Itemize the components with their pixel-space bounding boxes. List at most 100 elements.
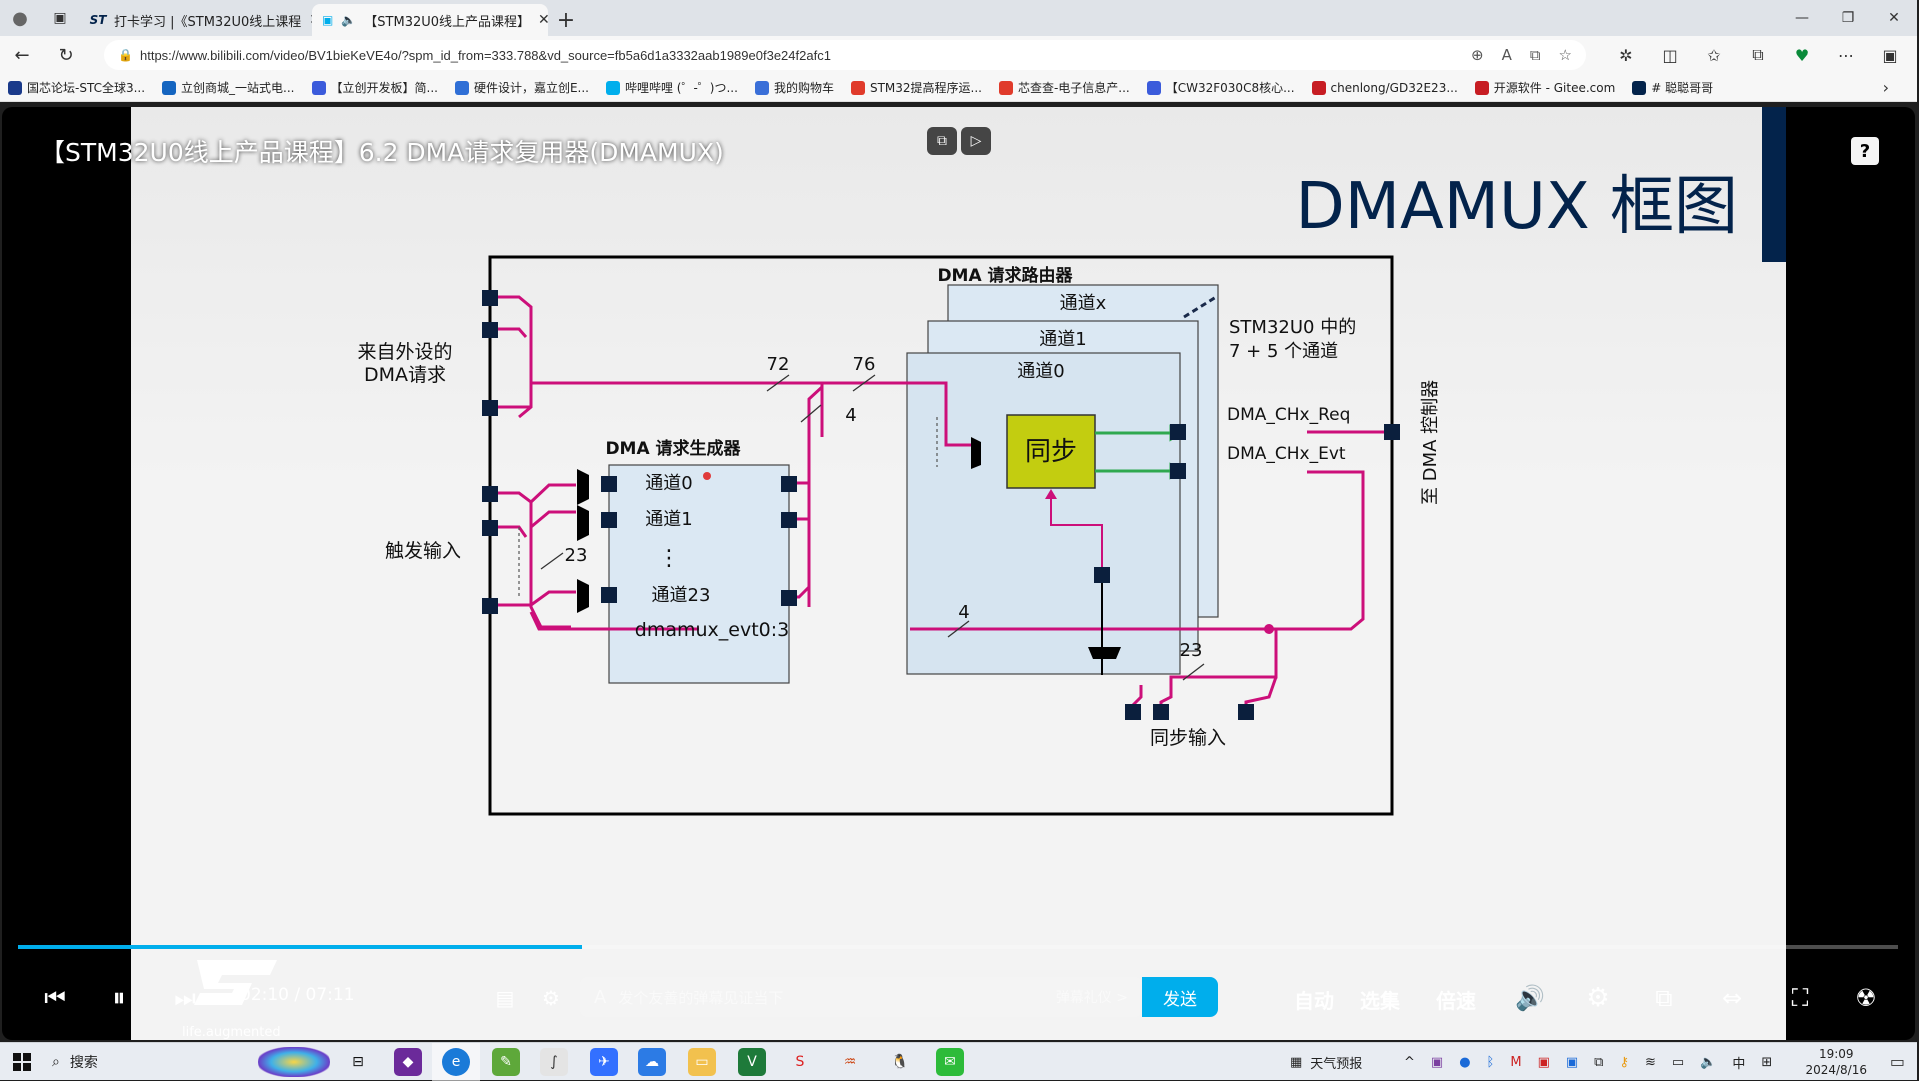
previous-button[interactable]: ⏮ <box>40 983 70 1013</box>
more-button[interactable]: ⋯ <box>1827 36 1865 74</box>
web-fullscreen-button[interactable]: ⛶ <box>1784 983 1816 1013</box>
tray-blue-icon[interactable]: ▣ <box>1565 1054 1579 1070</box>
danmaku-etiquette-link[interactable]: 弹幕礼仪 > <box>1055 990 1128 1006</box>
collections-button[interactable]: ⧉ <box>1739 36 1777 74</box>
bookmark-item[interactable]: chenlong/GD32E23... <box>1311 80 1458 95</box>
tray-circle-icon[interactable]: ● <box>1459 1054 1471 1070</box>
pin <box>1170 463 1186 479</box>
bookmark-item[interactable]: 立创商城_一站式电... <box>162 79 295 96</box>
notification-button[interactable]: ▭ <box>1890 1052 1905 1071</box>
zoom-icon[interactable]: ⊕ <box>1470 46 1484 64</box>
bookmarks-more-icon[interactable]: › <box>1882 78 1889 97</box>
settings-button[interactable]: ⚙ <box>1582 983 1614 1013</box>
tray-screen-icon[interactable]: ⧉ <box>1594 1054 1604 1070</box>
bookmark-item[interactable]: 芯查查-电子信息产... <box>998 79 1130 96</box>
task-view-button[interactable]: ⊟ <box>352 1054 364 1070</box>
app-install-icon[interactable]: ⧉ <box>1529 46 1541 64</box>
clock[interactable]: 19:09 2024/8/16 <box>1805 1046 1867 1078</box>
bookmark-item[interactable]: 【CW32F030C8核心... <box>1146 79 1295 96</box>
tab-1[interactable]: ST 打卡学习 |《STM32U0线上课程 ✕ <box>80 4 321 36</box>
close-icon[interactable]: ✕ <box>538 12 550 28</box>
next-button[interactable]: ⏭ <box>170 983 200 1013</box>
danmaku-toggle-button[interactable]: ▤ <box>490 983 520 1013</box>
sidebar-toggle-button[interactable]: ▣ <box>1871 36 1909 74</box>
req-label: DMA_CHx_Req <box>1227 405 1350 425</box>
tray-app-icon[interactable]: ▣ <box>1430 1054 1444 1070</box>
pip-mode-button[interactable]: ⧉ <box>1648 983 1680 1013</box>
bookmark-item[interactable]: STM32提高程序运... <box>850 79 982 96</box>
back-button[interactable]: ← <box>0 36 44 74</box>
speed-button[interactable]: 倍速 <box>1436 989 1476 1013</box>
bookmark-item[interactable]: # 聪聪哥哥 <box>1632 79 1713 96</box>
weather-widget[interactable]: ▦ 天气预报 <box>1290 1043 1362 1081</box>
read-aloud-icon[interactable]: A <box>1501 46 1512 64</box>
wire <box>530 510 576 529</box>
url-field[interactable]: 🔒 https://www.bilibili.com/video/BV1bieK… <box>104 40 1586 70</box>
bookmark-item[interactable]: 开源软件 - Gitee.com <box>1474 79 1615 96</box>
edge-app[interactable]: e <box>442 1048 470 1076</box>
tray-red-icon[interactable]: ▣ <box>1537 1054 1550 1070</box>
file-explorer-app[interactable]: ▭ <box>688 1048 716 1076</box>
performance-button[interactable]: ♥ <box>1783 36 1821 74</box>
danmaku-settings-button[interactable]: ⚙ <box>536 983 566 1013</box>
video-frame[interactable]: DMAMUX 框图 <box>2 107 1915 1040</box>
quality-button[interactable]: 自动 <box>1294 989 1334 1013</box>
tray-key-icon[interactable]: ⚷ <box>1619 1054 1629 1070</box>
speaker-icon[interactable]: 🔈 <box>341 13 357 27</box>
bookmark-item[interactable]: 硬件设计，嘉立创E... <box>454 79 589 96</box>
bookmark-item[interactable]: 国芯论坛-STC全球3... <box>8 79 145 96</box>
pdf-app[interactable]: ♒ <box>836 1048 864 1076</box>
stc-app[interactable]: S <box>786 1048 814 1076</box>
tray-m-icon[interactable]: M <box>1510 1054 1522 1070</box>
bookmark-item[interactable]: 哔哩哔哩 (゜-゜)つ... <box>605 79 738 96</box>
fullscreen-icon: ☢ <box>1855 984 1877 1012</box>
taskbar-search[interactable]: ⌕ 搜索 <box>52 1051 252 1073</box>
wechat-app[interactable]: ✉ <box>936 1048 964 1076</box>
danmaku-input[interactable]: A 发个友善的弹幕见证当下 弹幕礼仪 > <box>580 977 1142 1017</box>
volume-button[interactable]: 🔊 <box>1514 983 1546 1013</box>
ink-app[interactable]: ∫ <box>540 1048 568 1076</box>
pause-button[interactable]: ⏸ <box>104 983 134 1013</box>
ime-indicator[interactable]: 中 <box>1732 1056 1746 1072</box>
favorite-star-icon[interactable]: ☆ <box>1558 46 1572 64</box>
refresh-button[interactable]: ↻ <box>44 36 88 74</box>
send-button[interactable]: 发送 <box>1142 977 1218 1017</box>
remote-app[interactable]: ☁ <box>638 1048 666 1076</box>
feishu-app[interactable]: ✈ <box>590 1048 618 1076</box>
bluetooth-icon[interactable]: ᛒ <box>1486 1054 1495 1070</box>
help-button[interactable]: ? <box>1851 137 1879 165</box>
split-screen-button[interactable]: ◫ <box>1651 36 1689 74</box>
start-button[interactable] <box>0 1043 44 1081</box>
keil-app[interactable]: V <box>738 1048 766 1076</box>
wire <box>1050 493 1103 573</box>
window-controls: — ❐ ✕ <box>1779 0 1917 36</box>
progress-bar[interactable] <box>18 945 1898 949</box>
fullscreen-web-button[interactable]: ▷ <box>961 127 991 155</box>
tab-actions-button[interactable]: ▣ <box>40 0 80 36</box>
picture-controls: ⧉ ▷ <box>927 127 991 155</box>
visual-studio-app[interactable]: ◆ <box>394 1048 422 1076</box>
new-tab-button[interactable]: + <box>548 4 584 36</box>
favorites-button[interactable]: ✩ <box>1695 36 1733 74</box>
ime-mode-icon[interactable]: ⊞ <box>1761 1054 1773 1070</box>
bookmark-item[interactable]: 我的购物车 <box>754 79 834 96</box>
volume-tray-icon[interactable]: 🔈 <box>1700 1054 1717 1070</box>
fullscreen-button[interactable]: ☢ <box>1850 983 1882 1013</box>
channel-1-label: 通道1 <box>1039 329 1086 350</box>
tab-2[interactable]: ▣ 🔈 【STM32U0线上产品课程】 ✕ <box>312 4 550 36</box>
episodes-button[interactable]: 选集 <box>1360 989 1400 1013</box>
bus-tick <box>852 374 876 392</box>
restore-button[interactable]: ❐ <box>1825 0 1871 36</box>
wifi-icon[interactable]: ≋ <box>1645 1054 1656 1070</box>
pip-button[interactable]: ⧉ <box>927 127 957 155</box>
extensions-button[interactable]: ✲ <box>1607 36 1645 74</box>
profile-button[interactable]: ● <box>0 0 40 36</box>
qq-app[interactable]: 🐧 <box>886 1048 914 1076</box>
notepad-app[interactable]: ✎ <box>492 1048 520 1076</box>
widescreen-button[interactable]: ⇔ <box>1716 983 1748 1013</box>
bookmark-item[interactable]: 【立创开发板】简... <box>311 79 438 96</box>
minimize-button[interactable]: — <box>1779 0 1825 36</box>
close-window-button[interactable]: ✕ <box>1871 0 1917 36</box>
battery-icon[interactable]: ▭ <box>1671 1054 1685 1070</box>
chevron-up-icon[interactable]: ^ <box>1404 1054 1415 1070</box>
